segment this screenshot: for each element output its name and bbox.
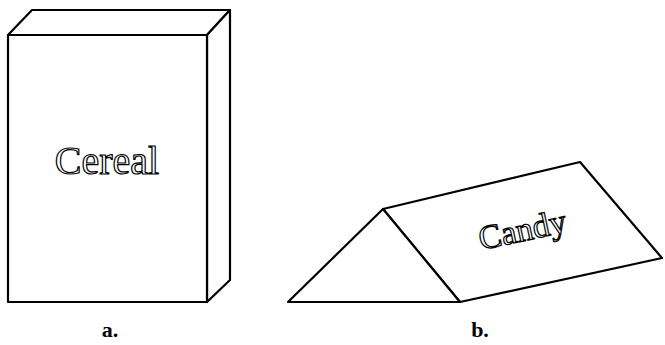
box-side — [207, 10, 230, 302]
box-top — [8, 10, 230, 35]
product-name: Cereal — [55, 137, 159, 184]
box-front — [8, 35, 207, 302]
figure-letter: a. — [102, 317, 119, 343]
figure-letter: b. — [471, 317, 489, 343]
prism-end — [288, 209, 460, 302]
